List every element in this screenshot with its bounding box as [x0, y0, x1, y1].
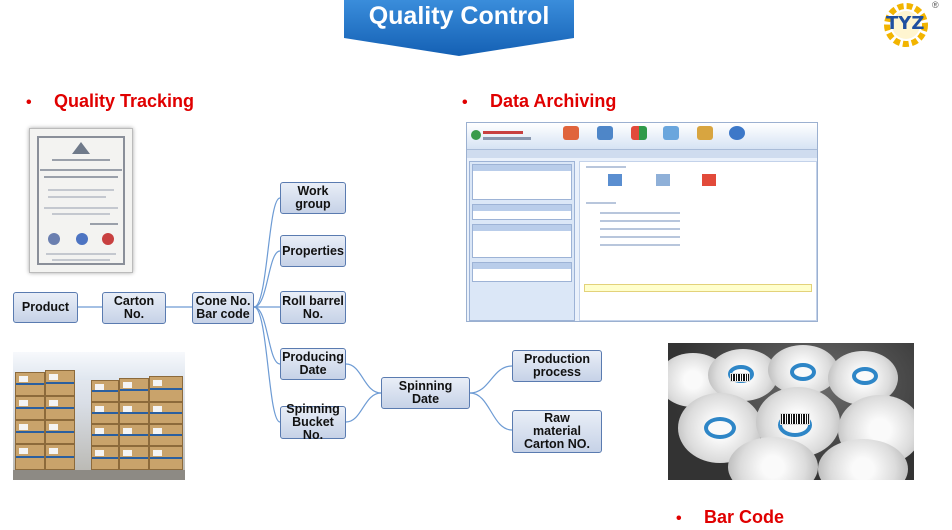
connector-line — [345, 363, 382, 394]
logo-text: TYZ — [886, 13, 925, 34]
node-production-process: Production process — [512, 350, 602, 382]
certificate-emblem — [72, 142, 90, 154]
banner-shape — [344, 0, 574, 56]
connector-line — [345, 392, 382, 423]
node-raw-material-carton-no: Raw material Carton NO. — [512, 410, 602, 453]
node-spinning-bucket-no: Spinning Bucket No. — [280, 403, 346, 442]
bullet: • — [26, 94, 32, 111]
heading-label: Quality Tracking — [54, 91, 195, 111]
connector-line — [253, 306, 281, 423]
archiving-software-screenshot — [466, 122, 818, 322]
node-spinning-date: Spinning Date — [381, 377, 470, 409]
node-producing-date: Producing Date — [280, 348, 346, 380]
certificate-image — [29, 128, 133, 273]
connector-line — [253, 197, 281, 308]
node-work-group: Work group — [280, 182, 346, 214]
heading-label: Bar Code — [704, 507, 785, 527]
company-logo: TYZ ® — [878, 0, 948, 52]
barcode-label — [730, 373, 750, 382]
warehouse-cartons-photo — [13, 352, 185, 480]
page-title: Quality Control — [368, 2, 550, 30]
barcode-label — [780, 413, 810, 425]
bullet: • — [462, 94, 468, 111]
node-properties: Properties — [280, 235, 346, 267]
gear-icon — [884, 3, 928, 47]
title-banner: Quality Control — [344, 0, 574, 56]
connector-line — [253, 306, 281, 365]
connector-line — [253, 250, 281, 308]
node-roll-barrel-no: Roll barrel No. — [280, 291, 346, 324]
yarn-spools-barcode-photo — [668, 343, 914, 480]
heading-bar-code: • Bar Code — [676, 507, 784, 528]
registered-mark: ® — [932, 0, 939, 10]
connector-line — [469, 392, 513, 431]
node-cone-no-bar-code: Cone No. Bar code — [192, 292, 254, 324]
heading-data-archiving: • Data Archiving — [462, 91, 616, 112]
heading-quality-tracking: • Quality Tracking — [26, 91, 194, 112]
heading-label: Data Archiving — [490, 91, 617, 111]
node-product: Product — [13, 292, 78, 323]
connector-line — [469, 365, 513, 394]
node-carton-no: Carton No. — [102, 292, 166, 324]
bullet: • — [676, 510, 682, 527]
